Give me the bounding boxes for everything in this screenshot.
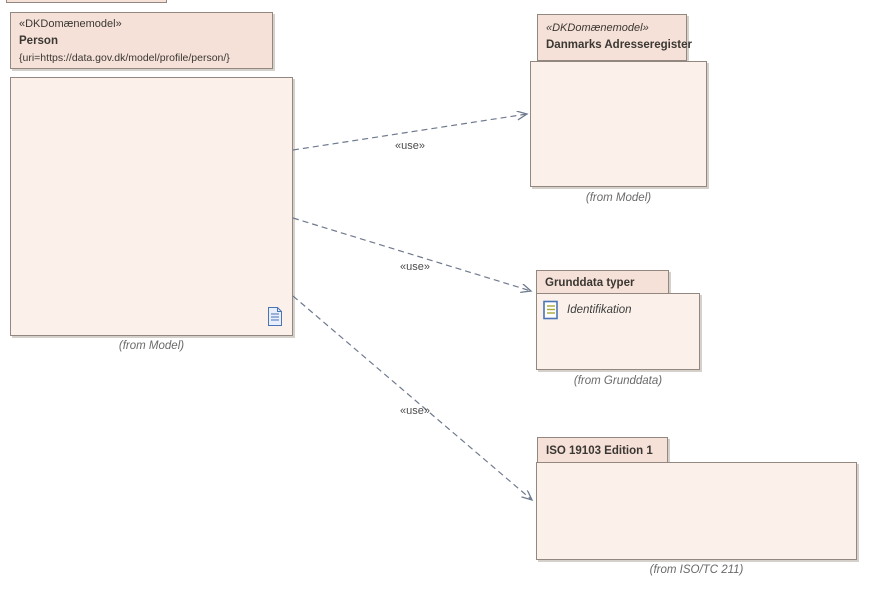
grunddata-name: Grunddata typer: [545, 277, 635, 289]
package-tab-iso-19103[interactable]: ISO 19103 Edition 1: [537, 437, 668, 463]
person-stereotype: «DKDomænemodel»: [19, 18, 122, 30]
person-from-label: (from Model): [118, 340, 185, 352]
use-label-1: «use»: [395, 140, 425, 152]
package-tab-person[interactable]: «DKDomænemodel» Person {uri=https://data…: [10, 12, 273, 69]
package-body-iso-19103[interactable]: [536, 462, 857, 560]
package-body-danmarks-adresseregister[interactable]: [530, 61, 707, 187]
package-tab-grunddata-typer[interactable]: Grunddata typer: [536, 270, 669, 294]
dar-from-label: (from Model): [585, 192, 652, 204]
enumeration-icon: [543, 300, 558, 320]
use-connector-grunddata-typer[interactable]: [292, 217, 531, 291]
use-label-3: «use»: [400, 405, 430, 417]
package-tab-danmarks-adresseregister[interactable]: «DKDomænemodel» Danmarks Adresseregister: [537, 14, 692, 61]
package-body-grunddata-typer[interactable]: [536, 293, 700, 370]
person-tagged-value: {uri=https://data.gov.dk/model/profile/p…: [19, 52, 230, 64]
iso-name: ISO 19103 Edition 1: [546, 445, 653, 457]
grunddata-from-label: (from Grunddata): [573, 375, 663, 387]
clipped-package-edge: [6, 0, 167, 3]
package-body-person[interactable]: [10, 77, 293, 336]
iso-from-label: (from ISO/TC 211): [649, 564, 744, 576]
use-connector-iso-19103[interactable]: [292, 295, 532, 500]
person-name: Person: [19, 35, 58, 47]
identifikation-label: Identifikation: [567, 304, 632, 316]
document-icon: [268, 307, 282, 326]
element-identifikation[interactable]: Identifikation: [543, 300, 632, 320]
dar-stereotype: «DKDomænemodel»: [546, 22, 649, 34]
use-label-2: «use»: [400, 261, 430, 273]
dar-name: Danmarks Adresseregister: [546, 39, 692, 51]
